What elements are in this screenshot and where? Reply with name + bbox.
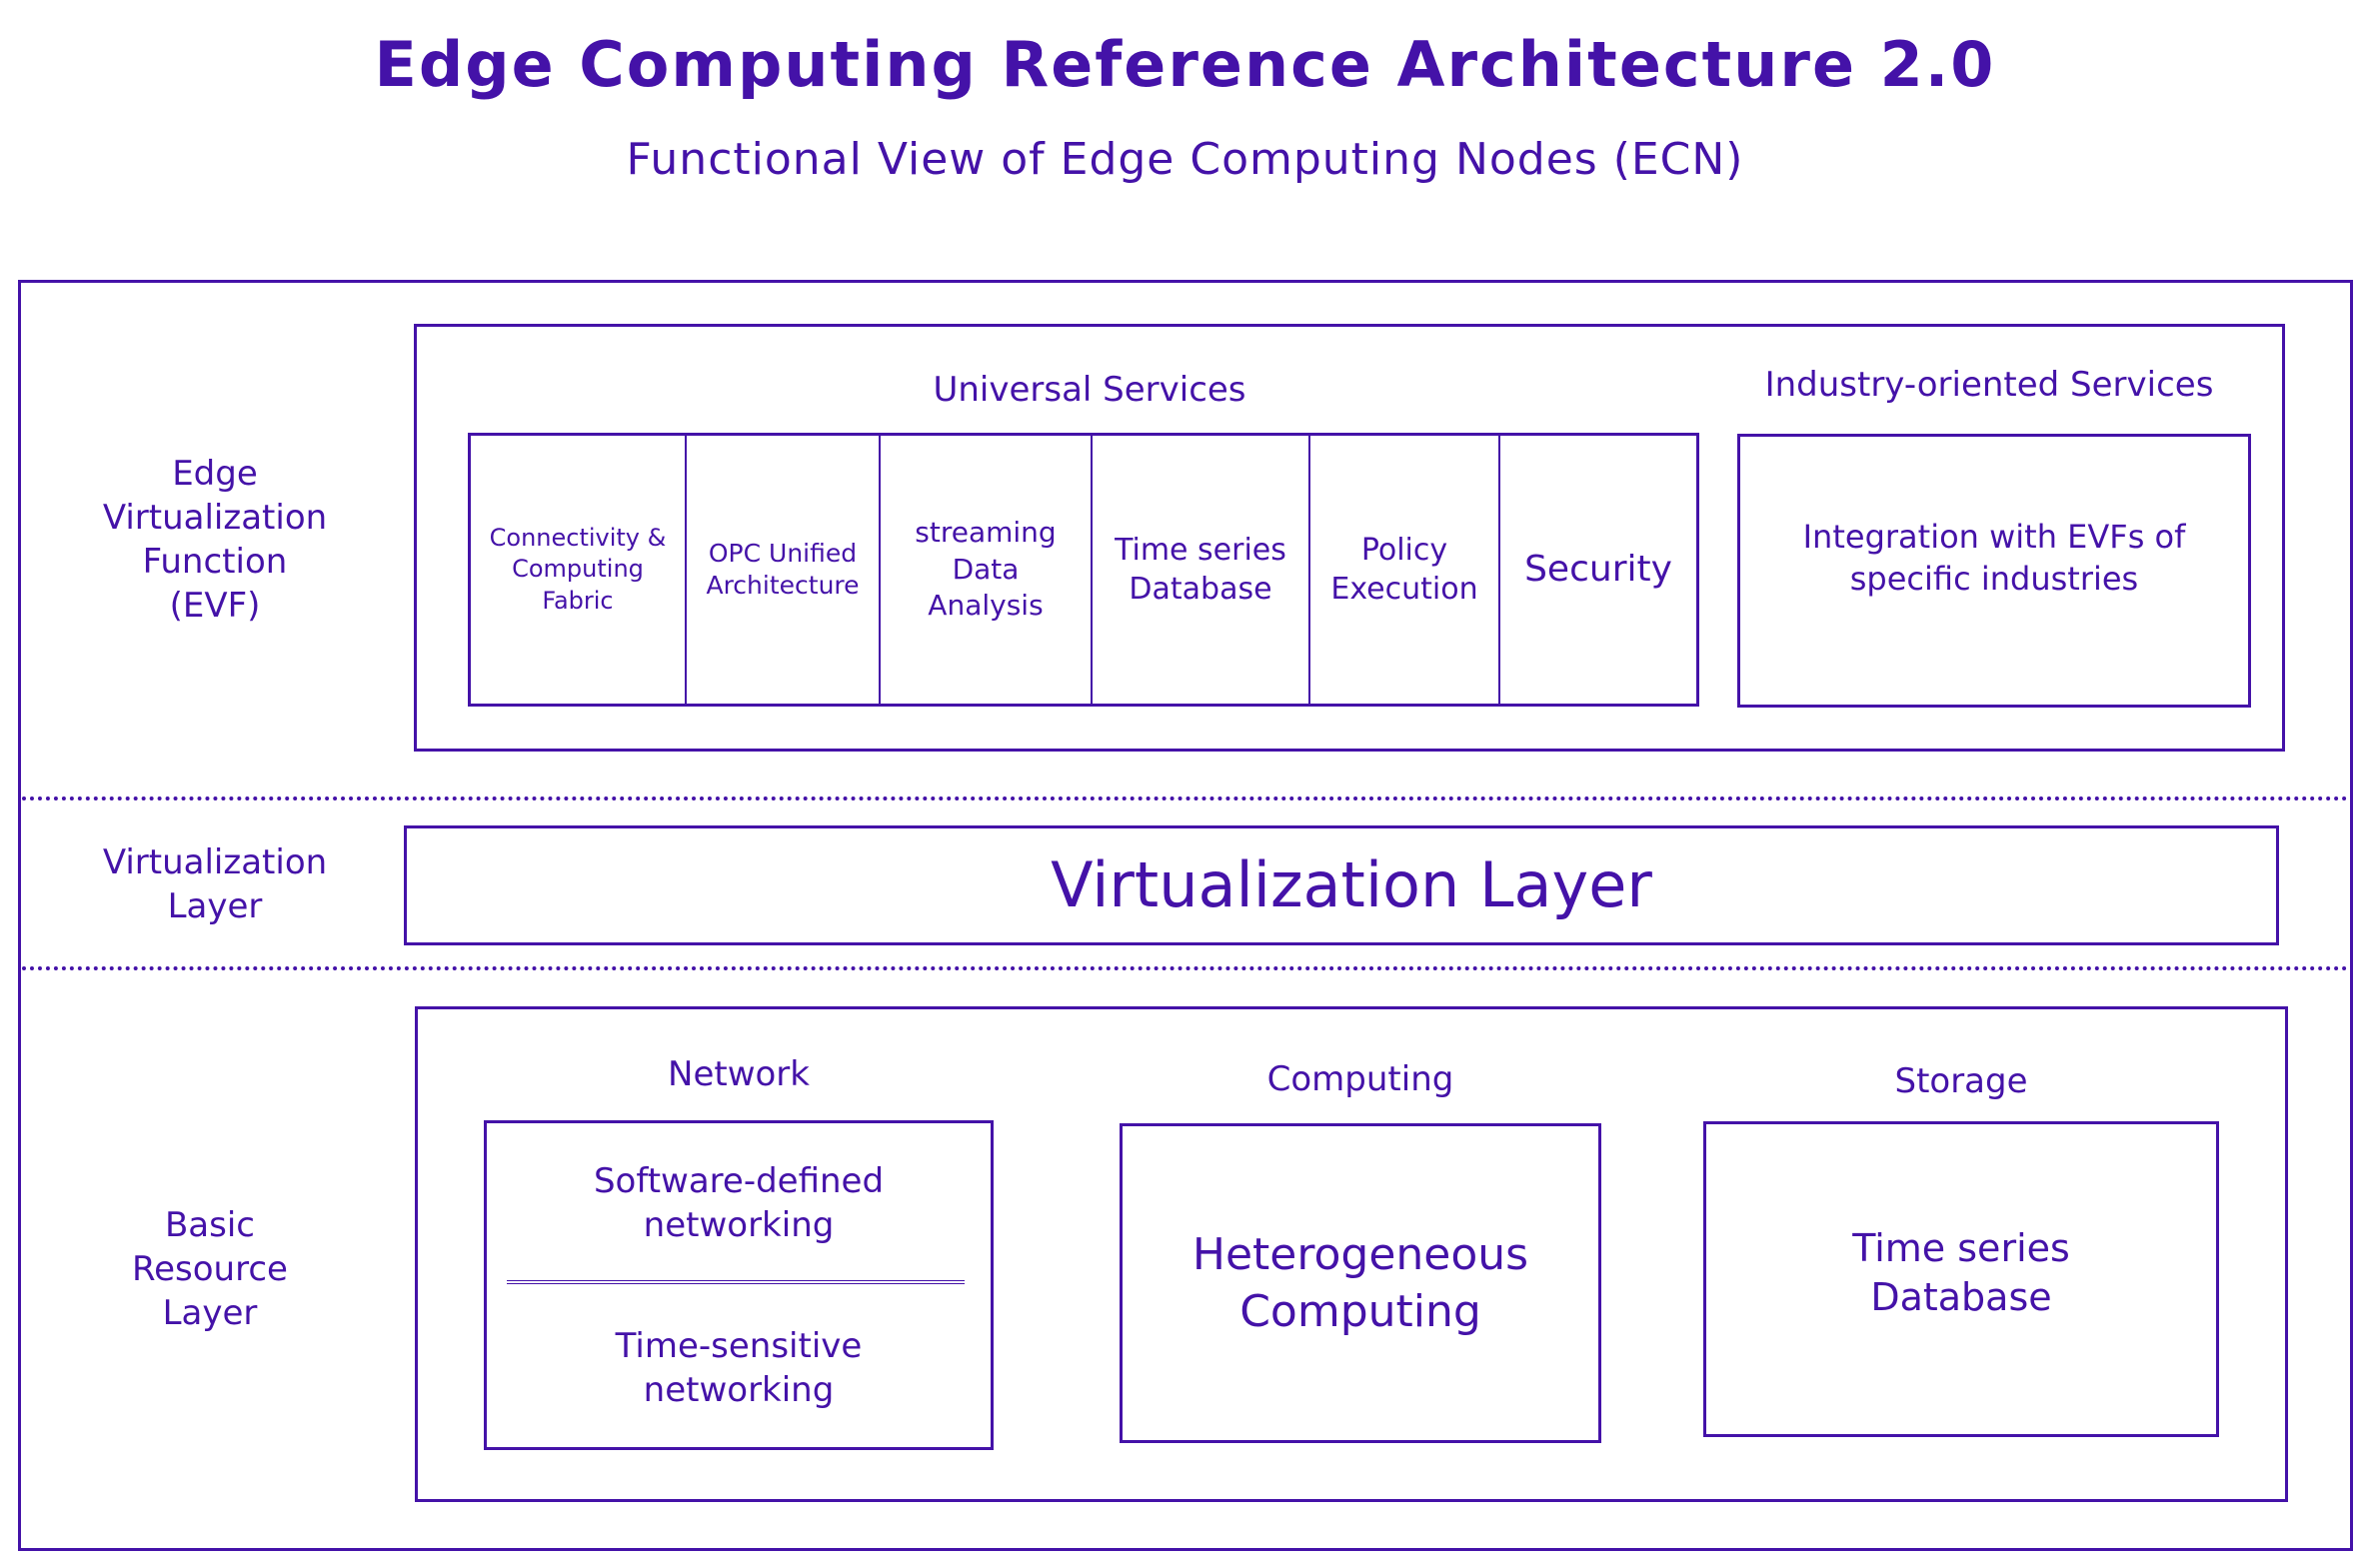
network-group: Software-defined networking Time-sensiti… bbox=[484, 1120, 994, 1450]
separator-virtualization-resource bbox=[22, 966, 2349, 970]
virtualization-layer-box: Virtualization Layer bbox=[404, 825, 2279, 945]
universal-services-heading: Universal Services bbox=[933, 369, 1246, 410]
service-time-series-database: Time series Database bbox=[1093, 436, 1310, 704]
service-streaming-data-analysis: streaming Data Analysis bbox=[881, 436, 1093, 704]
layer-label-basic-resource: Basic Resource Layer bbox=[132, 1204, 288, 1334]
service-security: Security bbox=[1524, 548, 1672, 590]
heterogeneous-computing: Heterogeneous Computing bbox=[1191, 1228, 1529, 1337]
separator-evf-virtualization bbox=[22, 796, 2349, 800]
service-connectivity-computing-fabric: Connectivity & Computing Fabric bbox=[471, 436, 687, 704]
basic-resource-container bbox=[415, 1006, 2288, 1502]
service-policy-execution: Policy Execution bbox=[1310, 436, 1500, 704]
diagram-title: Edge Computing Reference Architecture 2.… bbox=[374, 27, 1996, 101]
industry-services-group: Integration with EVFs of specific indust… bbox=[1737, 434, 2251, 708]
storage-heading: Storage bbox=[1894, 1060, 2028, 1101]
layer-label-evf: Edge Virtualization Function (EVF) bbox=[102, 453, 328, 627]
storage-time-series-database: Time series Database bbox=[1852, 1226, 2070, 1320]
service-opc-unified-architecture: OPC Unified Architecture bbox=[687, 436, 881, 704]
industry-services-heading: Industry-oriented Services bbox=[1764, 364, 2214, 405]
service-industry-evf-integration: Integration with EVFs of specific indust… bbox=[1802, 518, 2186, 598]
computing-group: Heterogeneous Computing bbox=[1120, 1123, 1601, 1443]
storage-group: Time series Database bbox=[1703, 1121, 2219, 1437]
computing-heading: Computing bbox=[1266, 1058, 1454, 1099]
layer-label-virtualization: Virtualization Layer bbox=[102, 841, 328, 926]
virtualization-layer-text: Virtualization Layer bbox=[1051, 847, 1652, 921]
network-heading: Network bbox=[668, 1053, 810, 1094]
evf-container bbox=[414, 324, 2285, 752]
time-sensitive-networking: Time-sensitive networking bbox=[615, 1325, 863, 1410]
network-divider bbox=[507, 1280, 965, 1284]
ecn-outer-frame bbox=[18, 280, 2353, 1551]
diagram-subtitle: Functional View of Edge Computing Nodes … bbox=[626, 134, 1744, 186]
universal-services-group: Connectivity & Computing Fabric OPC Unif… bbox=[468, 433, 1699, 707]
software-defined-networking: Software-defined networking bbox=[593, 1160, 885, 1245]
